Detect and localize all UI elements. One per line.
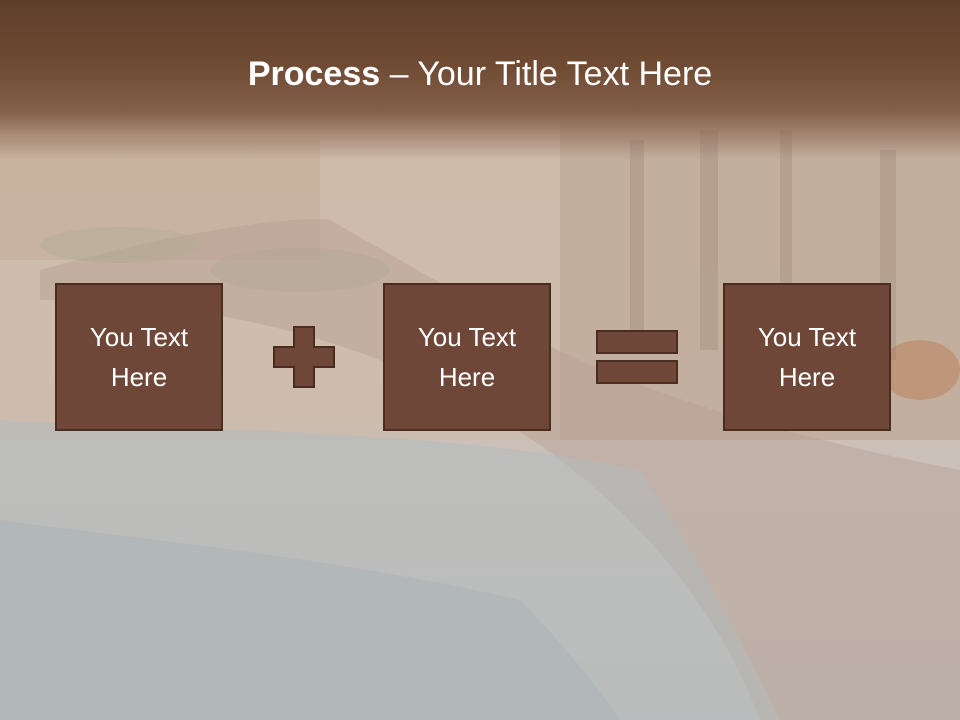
title-dash: –: [380, 55, 418, 93]
equals-icon: [596, 330, 678, 384]
slide-title[interactable]: Process – Your Title Text Here: [0, 52, 960, 96]
process-box-2-text: You Text Here: [417, 322, 517, 392]
plus-icon: [273, 326, 335, 388]
title-text: Your Title Text Here: [417, 55, 713, 93]
process-box-1[interactable]: You Text Here: [55, 283, 223, 431]
process-box-3[interactable]: You Text Here: [723, 283, 891, 431]
process-box-3-text: You Text Here: [757, 322, 857, 392]
process-box-2[interactable]: You Text Here: [383, 283, 551, 431]
process-box-1-text: You Text Here: [89, 322, 189, 392]
title-bar: [0, 0, 960, 160]
title-bold: Process: [247, 55, 381, 93]
